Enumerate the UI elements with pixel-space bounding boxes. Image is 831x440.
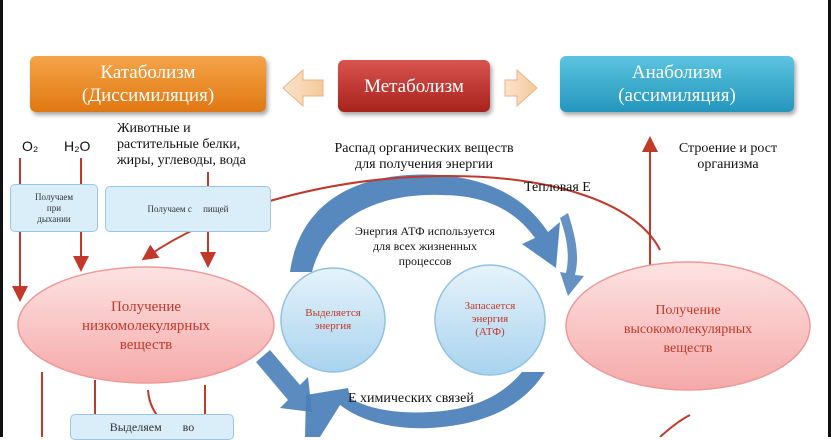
catabolism-title: Катаболизм [100, 62, 196, 83]
high-line1: Получение [655, 303, 721, 318]
food-label-line1: Животные и [117, 121, 191, 136]
catabolism-box: Катаболизм (Диссимиляция) [30, 56, 266, 112]
structure-label-line1: Строение и рост [678, 141, 778, 156]
decay-label-line1: Распад органических веществ [334, 141, 514, 156]
metabolism-box: Метаболизм [338, 60, 490, 112]
high-line3: веществ [663, 341, 713, 356]
o2-label: O₂ [22, 138, 39, 154]
top-cycle-arrow [290, 174, 560, 272]
structure-label: Строение и рост организма [664, 141, 792, 173]
structure-label-line2: организма [697, 157, 759, 172]
low-molecular-label: Получение низкомолекулярных веществ [40, 298, 252, 355]
low-line2: низкомолекулярных [81, 318, 211, 334]
low-molecular-ellipse [17, 266, 275, 384]
metabolism-title: Метаболизм [364, 75, 464, 97]
atp-use-line2: для всех жизненных [373, 239, 477, 253]
bottom-right-curve [659, 414, 691, 437]
stored-line1: Запасается [464, 300, 516, 312]
stored-energy-label: Запасается энергия (АТФ) [440, 300, 540, 339]
breathing-line3: дыхании [37, 213, 71, 224]
breathing-box: Получаем при дыхании [10, 184, 98, 232]
decay-label: Распад органических веществ для получени… [300, 141, 548, 173]
released-line1: Выделяется [305, 307, 361, 319]
atp-use-line3: процессов [398, 254, 452, 268]
food-label-line3: жиры, углеводы, вода [117, 153, 246, 168]
breathing-line1: Получаем [34, 191, 74, 202]
food-label: Животные и растительные белки, жиры, угл… [117, 121, 246, 169]
atp-use-label: Энергия АТФ используется для всех жизнен… [330, 224, 520, 269]
high-molecular-label: Получение высокомолекулярных веществ [578, 301, 798, 358]
atp-use-line1: Энергия АТФ используется [354, 224, 496, 238]
heat-arrow [560, 213, 584, 296]
left-arrow-icon [282, 68, 324, 108]
catabolism-subtitle: (Диссимиляция) [81, 85, 215, 106]
high-molecular-ellipse [565, 261, 811, 391]
low-line3: веществ [119, 337, 173, 353]
food-box: Получаем с пищей [105, 186, 271, 232]
h2o-label: H₂O [64, 138, 91, 154]
stored-line2: энергия [471, 313, 509, 325]
anabolism-subtitle: (ассимиляция) [618, 85, 736, 106]
low-line1: Получение [110, 299, 182, 315]
released-energy-circle [280, 267, 386, 373]
excrete-box: Выделяем во [70, 414, 234, 440]
bottom-cycle-arrow [305, 372, 545, 437]
released-line2: энергия [314, 320, 352, 332]
anabolism-title: Анаболизм [631, 62, 723, 83]
stored-line3: (АТФ) [475, 326, 505, 338]
high-line2: высокомолекулярных [623, 322, 753, 337]
chem-bonds-label: Е химических связей [348, 391, 474, 406]
food-label-line2: растительные белки, [117, 137, 241, 152]
released-energy-label: Выделяется энергия [283, 307, 383, 333]
stored-energy-circle [434, 264, 546, 376]
left-down-arrow [256, 350, 312, 412]
decay-label-line2: для получения энергии [355, 157, 493, 172]
right-arrow-icon [504, 68, 538, 108]
anabolism-box: Анаболизм (ассимиляция) [560, 56, 794, 112]
breathing-line2: при [46, 202, 62, 213]
heat-label: Тепловая Е [524, 180, 591, 195]
